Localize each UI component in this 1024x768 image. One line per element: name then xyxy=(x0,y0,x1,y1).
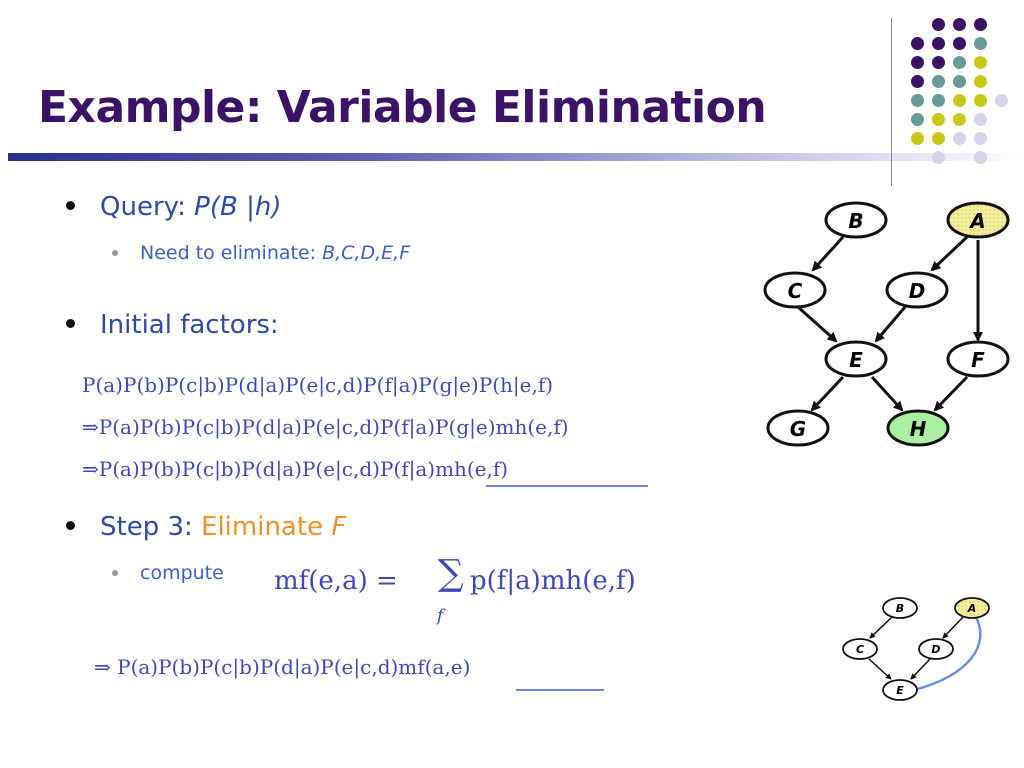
compute-formula-lhs: mf(e,a) = xyxy=(274,566,398,596)
decorative-dot xyxy=(932,94,945,107)
query-value: P(B |h) xyxy=(194,192,282,222)
equation-line-2: ⇒P(a)P(b)P(c|b)P(d|a)P(e|c,d)P(f|a)P(g|e… xyxy=(82,415,569,439)
node-e: E xyxy=(824,340,888,378)
small-edge-a-d xyxy=(942,616,964,639)
bullet-icon xyxy=(66,201,75,210)
edge-a-d xyxy=(930,235,969,272)
decorative-dot xyxy=(953,75,966,88)
small-edge-a-e-new xyxy=(913,616,982,692)
node-h-label: H xyxy=(910,417,927,441)
step3-action: Eliminate xyxy=(201,512,332,542)
small-edge-c-e xyxy=(868,658,892,680)
compute-formula-rhs: p(f|a)mh(e,f) xyxy=(470,566,636,596)
edge-c-e xyxy=(796,305,838,343)
decorative-dot xyxy=(911,37,924,50)
decorative-dot xyxy=(974,113,987,126)
decorative-dot xyxy=(911,56,924,69)
decorative-dot xyxy=(974,56,987,69)
decorative-dot xyxy=(911,113,924,126)
small-node-c-label: C xyxy=(856,643,864,656)
decorative-dot xyxy=(932,151,945,164)
decorative-dot xyxy=(953,37,966,50)
decorative-dot xyxy=(953,56,966,69)
decorative-dot xyxy=(932,37,945,50)
decorative-dot xyxy=(932,18,945,31)
node-g: G xyxy=(766,409,830,447)
slide-title: Example: Variable Elimination xyxy=(38,82,767,133)
bullet-step3: Step 3: Eliminate F xyxy=(66,512,347,542)
small-node-a-label: A xyxy=(967,602,977,615)
title-underline-bar xyxy=(8,153,1024,161)
summation-index: f xyxy=(437,606,444,626)
decorative-dot xyxy=(911,94,924,107)
eliminate-label: Need to eliminate: xyxy=(140,242,323,264)
decorative-dot xyxy=(974,94,987,107)
bullet-compute: compute xyxy=(112,562,224,584)
decorative-dot xyxy=(974,75,987,88)
sub-bullet-icon xyxy=(112,570,118,576)
small-node-b-label: B xyxy=(896,602,904,615)
bullet-icon xyxy=(66,319,75,328)
compute-label: compute xyxy=(140,562,224,584)
edge-f-h xyxy=(933,375,969,412)
node-g-label: G xyxy=(790,417,806,441)
initial-factors-label: Initial factors: xyxy=(100,310,279,340)
node-h: H xyxy=(886,409,950,447)
edge-d-e xyxy=(874,306,907,343)
node-c: C xyxy=(763,271,827,309)
equation-line-1: P(a)P(b)P(c|b)P(d|a)P(e|c,d)P(f|a)P(g|e)… xyxy=(82,373,554,397)
decorative-dot xyxy=(932,75,945,88)
bullet-query: Query: P(B |h) xyxy=(66,192,282,222)
query-label: Query: xyxy=(100,192,195,222)
bullet-eliminate: Need to eliminate: B,C,D,E,F xyxy=(112,242,411,264)
node-a: A xyxy=(946,201,1010,239)
decorative-dot xyxy=(974,132,987,145)
small-edge-d-e xyxy=(910,658,931,680)
node-c-label: C xyxy=(788,279,803,303)
edge-e-g xyxy=(810,375,845,412)
decorative-dot xyxy=(953,94,966,107)
small-node-d-label: D xyxy=(931,643,940,656)
equation-line-3: ⇒P(a)P(b)P(c|b)P(d|a)P(e|c,d)P(f|a)mh(e,… xyxy=(82,457,509,481)
decorative-dot xyxy=(974,151,987,164)
small-node-e-label: E xyxy=(896,684,904,697)
node-f: F xyxy=(946,340,1010,378)
decorative-dot xyxy=(911,132,924,145)
decorative-dot xyxy=(974,18,987,31)
edge-e-h xyxy=(870,375,904,412)
decorative-dot xyxy=(932,56,945,69)
decorative-dot xyxy=(953,18,966,31)
node-a-label: A xyxy=(968,209,985,233)
node-f-label: F xyxy=(971,348,985,372)
result-underline xyxy=(516,689,604,691)
decorative-dot xyxy=(995,94,1008,107)
edge-b-c xyxy=(811,235,845,272)
decorative-dot xyxy=(911,75,924,88)
bullet-icon xyxy=(66,521,75,530)
decorative-dot xyxy=(974,37,987,50)
eliminate-value: B,C,D,E,F xyxy=(322,242,411,264)
small-edge-b-c xyxy=(869,616,893,639)
node-b: B xyxy=(824,201,888,239)
equation-underline-1 xyxy=(486,485,648,487)
sub-bullet-icon xyxy=(112,250,118,256)
node-d: D xyxy=(885,271,949,309)
step3-label: Step 3: xyxy=(100,512,202,542)
decorative-dot xyxy=(953,113,966,126)
result-equation: ⇒ P(a)P(b)P(c|b)P(d|a)P(e|c,d)mf(a,e) xyxy=(94,655,471,679)
decorative-dot xyxy=(932,132,945,145)
decorative-dot xyxy=(953,132,966,145)
decorative-vertical-line xyxy=(891,18,892,186)
node-e-label: E xyxy=(849,348,863,372)
node-d-label: D xyxy=(909,279,926,303)
step3-variable: F xyxy=(331,512,347,542)
bullet-initial-factors: Initial factors: xyxy=(66,310,279,340)
bayes-network-small: B A C D E xyxy=(842,597,990,701)
node-b-label: B xyxy=(848,209,863,233)
summation-symbol: ∑ xyxy=(438,553,464,594)
decorative-dot xyxy=(932,113,945,126)
